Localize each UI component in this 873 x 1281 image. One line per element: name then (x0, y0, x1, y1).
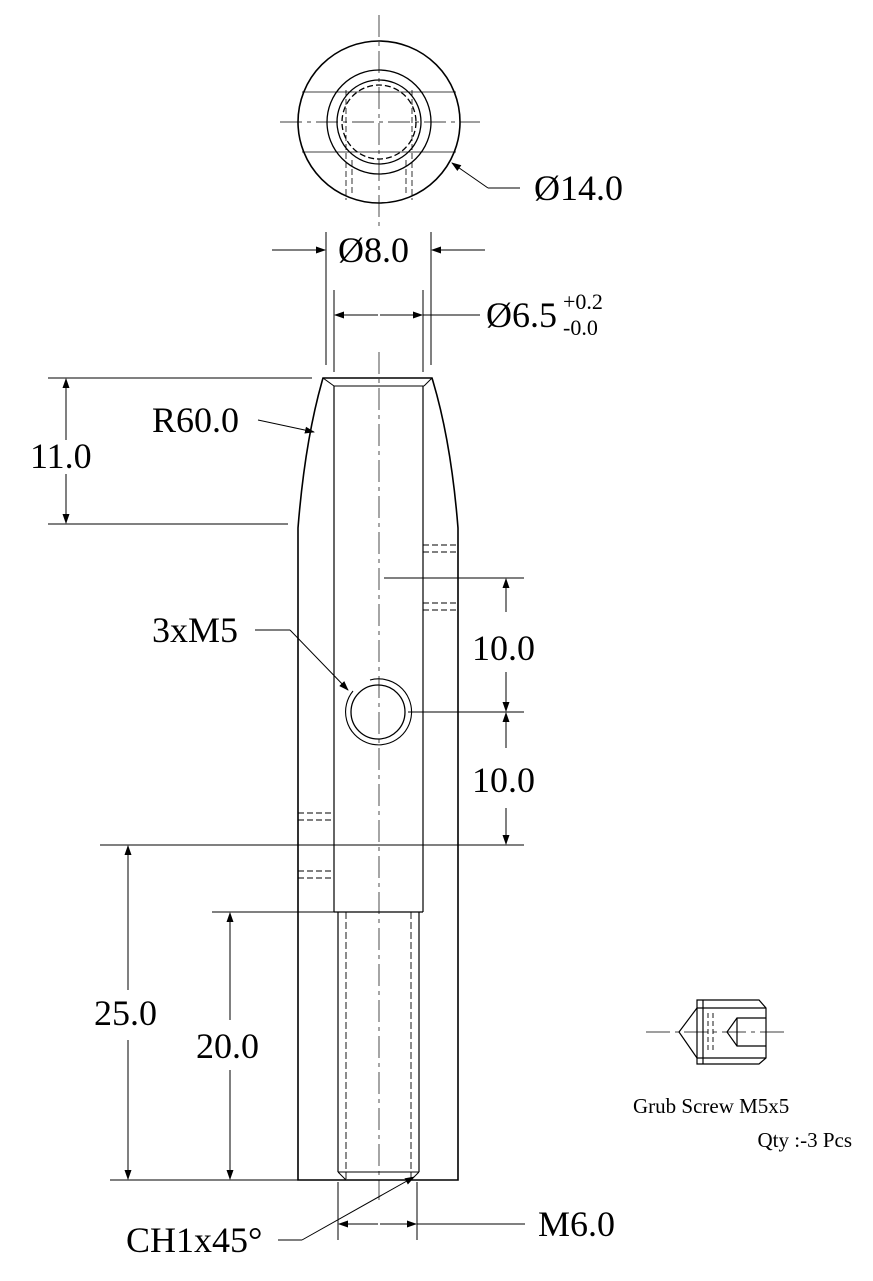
thread-depth-total-label: 25.0 (94, 993, 157, 1033)
tapped-hole-thread (345, 678, 413, 746)
chamfer-label: CH1x45° (126, 1220, 262, 1260)
hole-spacing-dim (100, 577, 524, 846)
bore-diameter-label: Ø6.5 (486, 295, 557, 335)
taper-length-label: 11.0 (30, 436, 92, 476)
grub-screw-drawing (646, 999, 788, 1065)
shank-diameter-label: Ø8.0 (338, 230, 409, 270)
outer-diameter-label: Ø14.0 (534, 168, 623, 208)
thread-depth-full-label: 20.0 (196, 1026, 259, 1066)
grub-screw-name: Grub Screw M5x5 (633, 1094, 789, 1118)
top-view (280, 15, 520, 228)
body-outline (297, 377, 459, 1181)
hole-spacing-upper-label: 10.0 (472, 628, 535, 668)
bore-tolerance-upper: +0.2 (563, 289, 603, 314)
bore-tolerance-lower: -0.0 (563, 315, 598, 340)
shank-diameter-dim (272, 232, 485, 365)
grub-hole-callout-leader (255, 629, 349, 691)
bore-diameter-dim (333, 290, 480, 372)
taper-length-dim (48, 377, 315, 525)
side-view (297, 352, 459, 1200)
thread-size-label: M6.0 (538, 1204, 615, 1244)
grub-hole-callout-label: 3xM5 (152, 610, 238, 650)
thread-depth-dim (110, 845, 334, 1181)
hole-spacing-lower-label: 10.0 (472, 760, 535, 800)
chamfer-thread-dim (278, 1176, 525, 1241)
tapped-hole-inner (350, 684, 406, 740)
grub-screw-quantity: Qty :-3 Pcs (758, 1128, 853, 1152)
taper-radius-label: R60.0 (152, 400, 239, 440)
